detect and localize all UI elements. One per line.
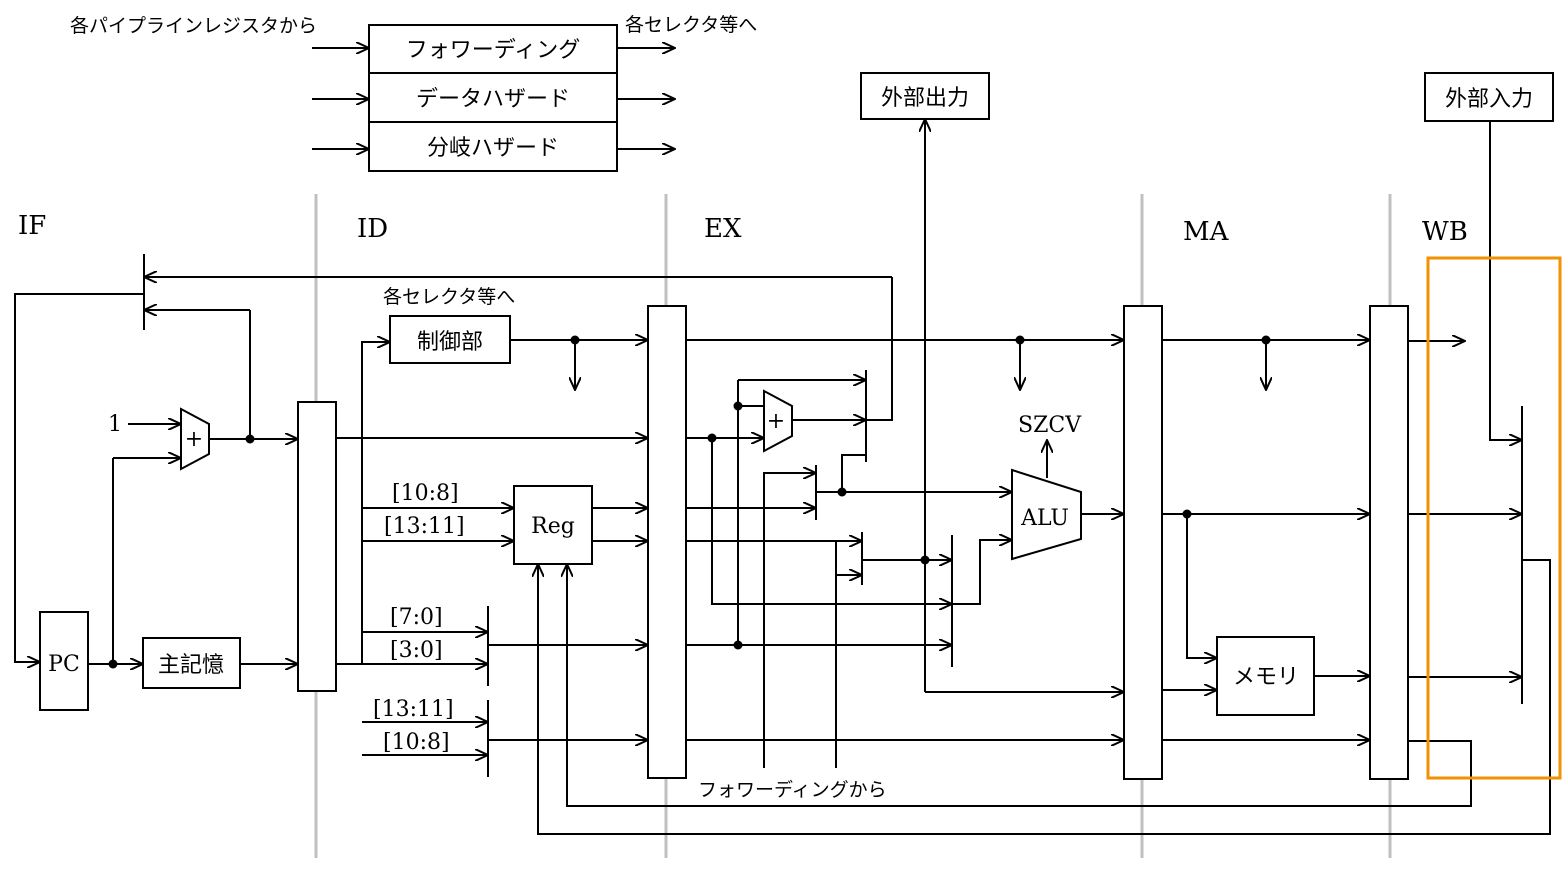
main-memory-block <box>142 637 241 689</box>
field-10-8-label-a: [10:8] <box>392 481 459 506</box>
if-id-register <box>297 401 337 692</box>
register-file-block <box>513 485 593 565</box>
junction-ex-imm-top <box>733 401 743 411</box>
external-output-label: 外部出力 <box>881 86 969 111</box>
wire-branch-target-return <box>866 277 893 421</box>
pc-increment-adder <box>180 407 210 471</box>
external-output-block <box>860 72 990 120</box>
ex-ma-register <box>1123 305 1163 780</box>
pc-adder-symbol: + <box>185 427 203 452</box>
wire-fwd-a <box>763 472 816 768</box>
selectors <box>143 254 1523 777</box>
external-input-block <box>1424 72 1554 122</box>
stage-label-id: ID <box>357 214 388 244</box>
junction-ex-pc <box>707 433 717 443</box>
control-unit-label: 制御部 <box>417 330 483 355</box>
wire-external-input <box>1489 121 1522 441</box>
wire-id-fields <box>362 507 514 756</box>
stage-label-if: IF <box>18 211 46 241</box>
branch-hazard-unit-label: 分岐ハザード <box>427 136 559 161</box>
wire-ex-imm <box>686 380 764 646</box>
field-13-11-label-b: [13:11] <box>373 697 454 722</box>
data-hazard-unit-label: データハザード <box>416 87 570 112</box>
wire-alu-b-source-out <box>952 539 1012 605</box>
wires <box>14 119 1551 835</box>
pc-label: PC <box>48 652 80 677</box>
wire-ex-pc-branch <box>686 437 952 605</box>
register-file-label: Reg <box>531 514 575 539</box>
branch-hazard-unit <box>368 121 618 172</box>
stage-label-wb: WB <box>1422 217 1468 247</box>
junction-ma-alu <box>1182 509 1192 519</box>
wire-ma-alu-branch <box>1186 514 1217 659</box>
alu-block <box>1011 468 1082 561</box>
arrow-wires <box>15 119 1522 755</box>
field-10-8-label-b: [10:8] <box>383 730 450 755</box>
legend-output-label: 各セレクタ等へ <box>625 14 757 36</box>
alu-label: ALU <box>1020 506 1069 531</box>
wire-id-split <box>336 341 390 665</box>
wire-wb-data <box>537 559 1551 835</box>
junction-alu-b <box>920 555 930 565</box>
field-7-0-label: [7:0] <box>390 605 443 630</box>
pc-block <box>39 611 89 711</box>
block-labels: PC 主記憶 制御部 Reg ALU メモリ 外部出力 外部入力 + + <box>48 86 1533 690</box>
memory-label: メモリ <box>1233 665 1299 690</box>
junction-ma-ctrl <box>1261 335 1271 345</box>
stage-labels: IF ID EX MA WB <box>18 211 1468 247</box>
ma-wb-register <box>1369 305 1409 780</box>
branch-adder-symbol: + <box>767 409 785 434</box>
field-3-0-label: [3:0] <box>390 638 443 663</box>
id-ex-register <box>647 305 687 779</box>
stage-label-ma: MA <box>1183 217 1230 247</box>
signal-labels: 各セレクタ等へ 1 SZCV フォワーディングから [10:8] [13:11]… <box>108 286 1082 801</box>
junction-ex-imm <box>733 640 743 650</box>
external-input-label: 外部入力 <box>1445 87 1533 112</box>
wire-pc-select-to-pc <box>14 293 144 663</box>
stage-label-ex: EX <box>704 214 742 244</box>
branch-target-adder <box>763 389 793 453</box>
hazard-unit-legend: 各パイプラインレジスタから 各セレクタ等へ フォワーディング データハザード 分… <box>70 14 757 172</box>
pipeline-registers <box>297 305 1409 780</box>
const-one-label: 1 <box>108 412 122 437</box>
wire-ex-reg-b <box>686 540 837 768</box>
memory-block <box>1216 636 1315 716</box>
legend-input-label: 各パイプラインレジスタから <box>70 15 317 37</box>
main-memory-label: 主記憶 <box>158 653 224 678</box>
field-13-11-label-a: [13:11] <box>384 514 465 539</box>
forwarding-unit <box>368 24 618 74</box>
junction-control-out <box>570 335 580 345</box>
flags-label: SZCV <box>1018 413 1082 438</box>
junction-adder-out <box>245 434 255 444</box>
junction-dots <box>108 335 1271 669</box>
control-to-selectors-label: 各セレクタ等へ <box>383 286 515 308</box>
wire-wb-rd <box>566 564 1472 807</box>
junction-pc-out <box>108 659 118 669</box>
junction-ex-ctrl <box>1015 335 1025 345</box>
junction-alu-a <box>837 487 847 497</box>
forwarding-unit-label: フォワーディング <box>406 38 580 63</box>
functional-blocks <box>39 72 1554 716</box>
wb-stage-highlight <box>1426 256 1562 780</box>
from-forwarding-label: フォワーディングから <box>698 779 887 801</box>
wire-alu-a-mux-out <box>816 454 866 493</box>
